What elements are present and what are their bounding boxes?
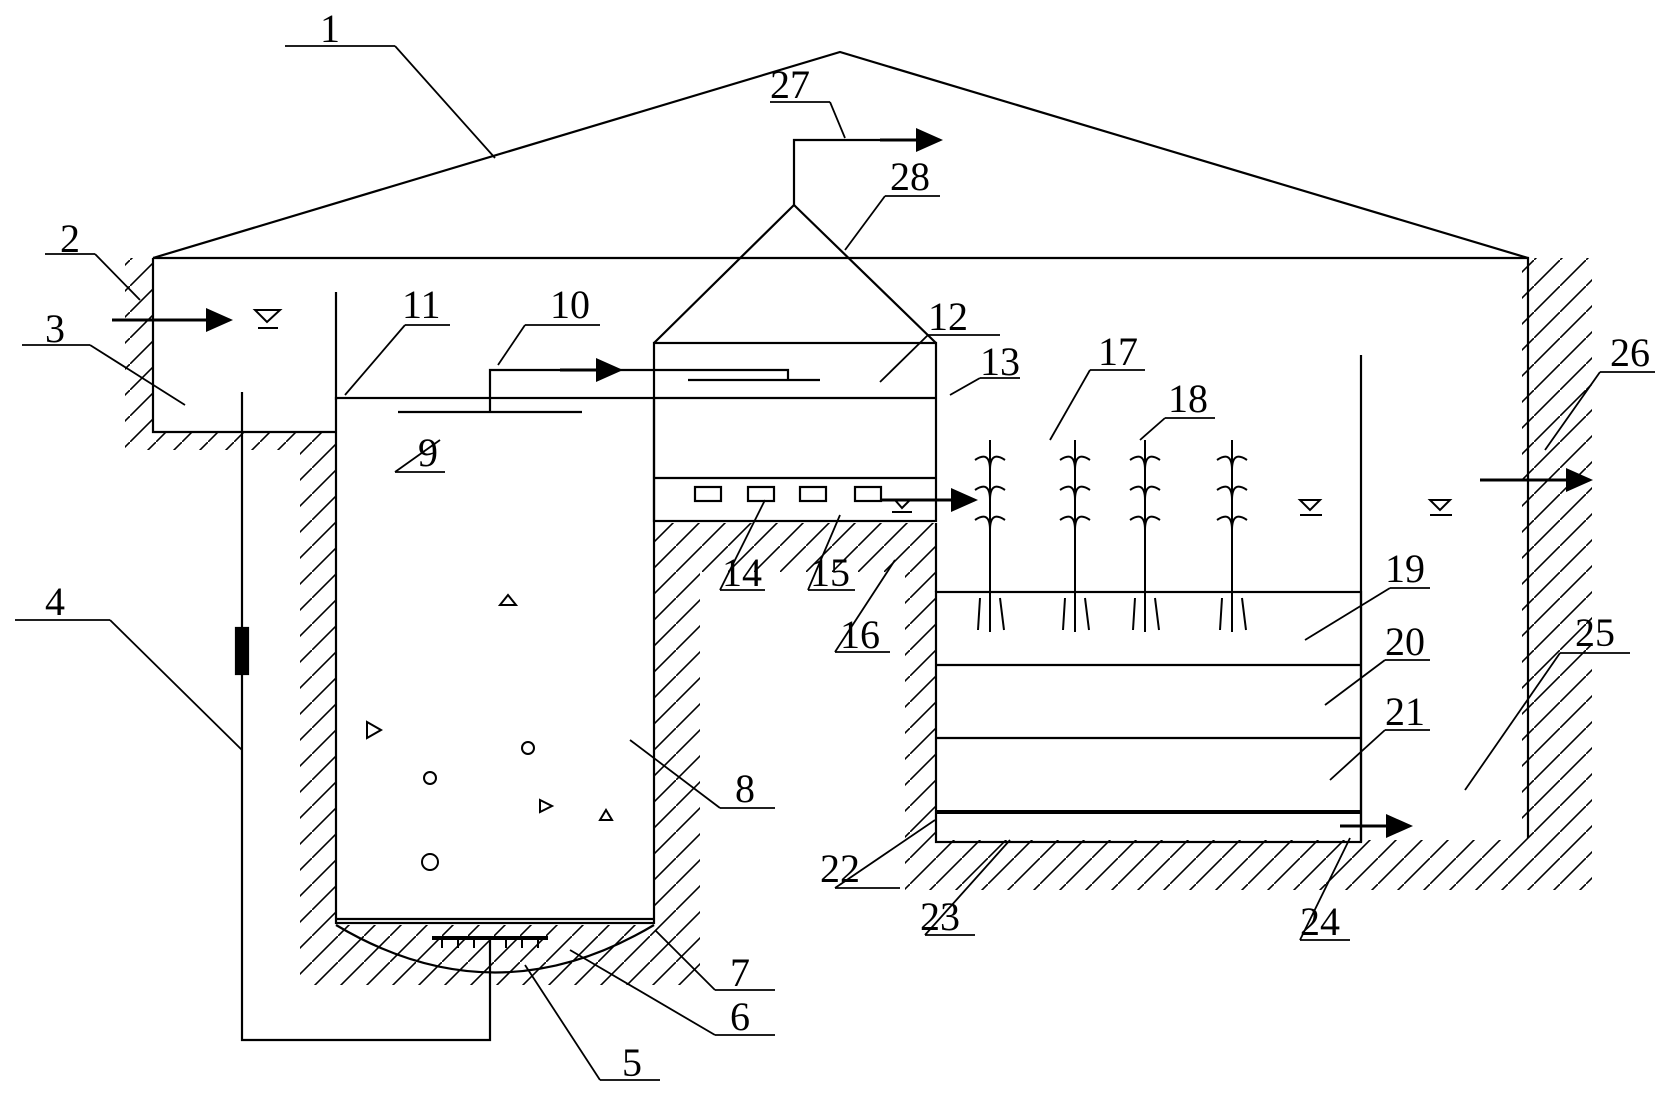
- label-23: 23: [920, 894, 960, 939]
- wetland: [934, 590, 1363, 844]
- label-12: 12: [928, 294, 968, 339]
- leader-lines: [15, 45, 1655, 1081]
- label-2: 2: [60, 216, 80, 261]
- label-28: 28: [890, 154, 930, 199]
- label-17: 17: [1098, 329, 1138, 374]
- plants: [974, 440, 1248, 632]
- pipe-10: [488, 368, 790, 412]
- label-20: 20: [1385, 619, 1425, 664]
- label-18: 18: [1168, 376, 1208, 421]
- label-6: 6: [730, 994, 750, 1039]
- label-1: 1: [320, 6, 340, 51]
- label-19: 19: [1385, 546, 1425, 591]
- label-15: 15: [810, 550, 850, 595]
- aggregate-marks: [366, 593, 614, 871]
- label-11: 11: [402, 282, 441, 327]
- label-10: 10: [550, 282, 590, 327]
- label-3: 3: [45, 306, 65, 351]
- hood-28: [653, 203, 937, 344]
- label-22: 22: [820, 846, 860, 891]
- label-25: 25: [1575, 610, 1615, 655]
- tank-bottom: [335, 924, 655, 974]
- label-21: 21: [1385, 689, 1425, 734]
- labels: 1 2 3 4 5 6 7 8 9 10 11 12 13 14 15 16 1…: [45, 6, 1650, 1085]
- label-24: 24: [1300, 899, 1340, 944]
- biofilter: [652, 341, 938, 523]
- tank-8: [334, 396, 656, 925]
- label-26: 26: [1610, 330, 1650, 375]
- water-level-symbols: [252, 309, 1453, 516]
- label-13: 13: [980, 339, 1020, 384]
- pipe-4: [240, 392, 492, 1042]
- label-16: 16: [840, 612, 880, 657]
- outer-frame: [153, 256, 1530, 838]
- roof: [152, 50, 1529, 260]
- vent-27: [792, 138, 890, 205]
- label-14: 14: [722, 550, 762, 595]
- label-8: 8: [735, 766, 755, 811]
- label-7: 7: [730, 950, 750, 995]
- label-9: 9: [418, 430, 438, 475]
- label-5: 5: [622, 1040, 642, 1085]
- label-27: 27: [770, 62, 810, 107]
- label-4: 4: [45, 579, 65, 624]
